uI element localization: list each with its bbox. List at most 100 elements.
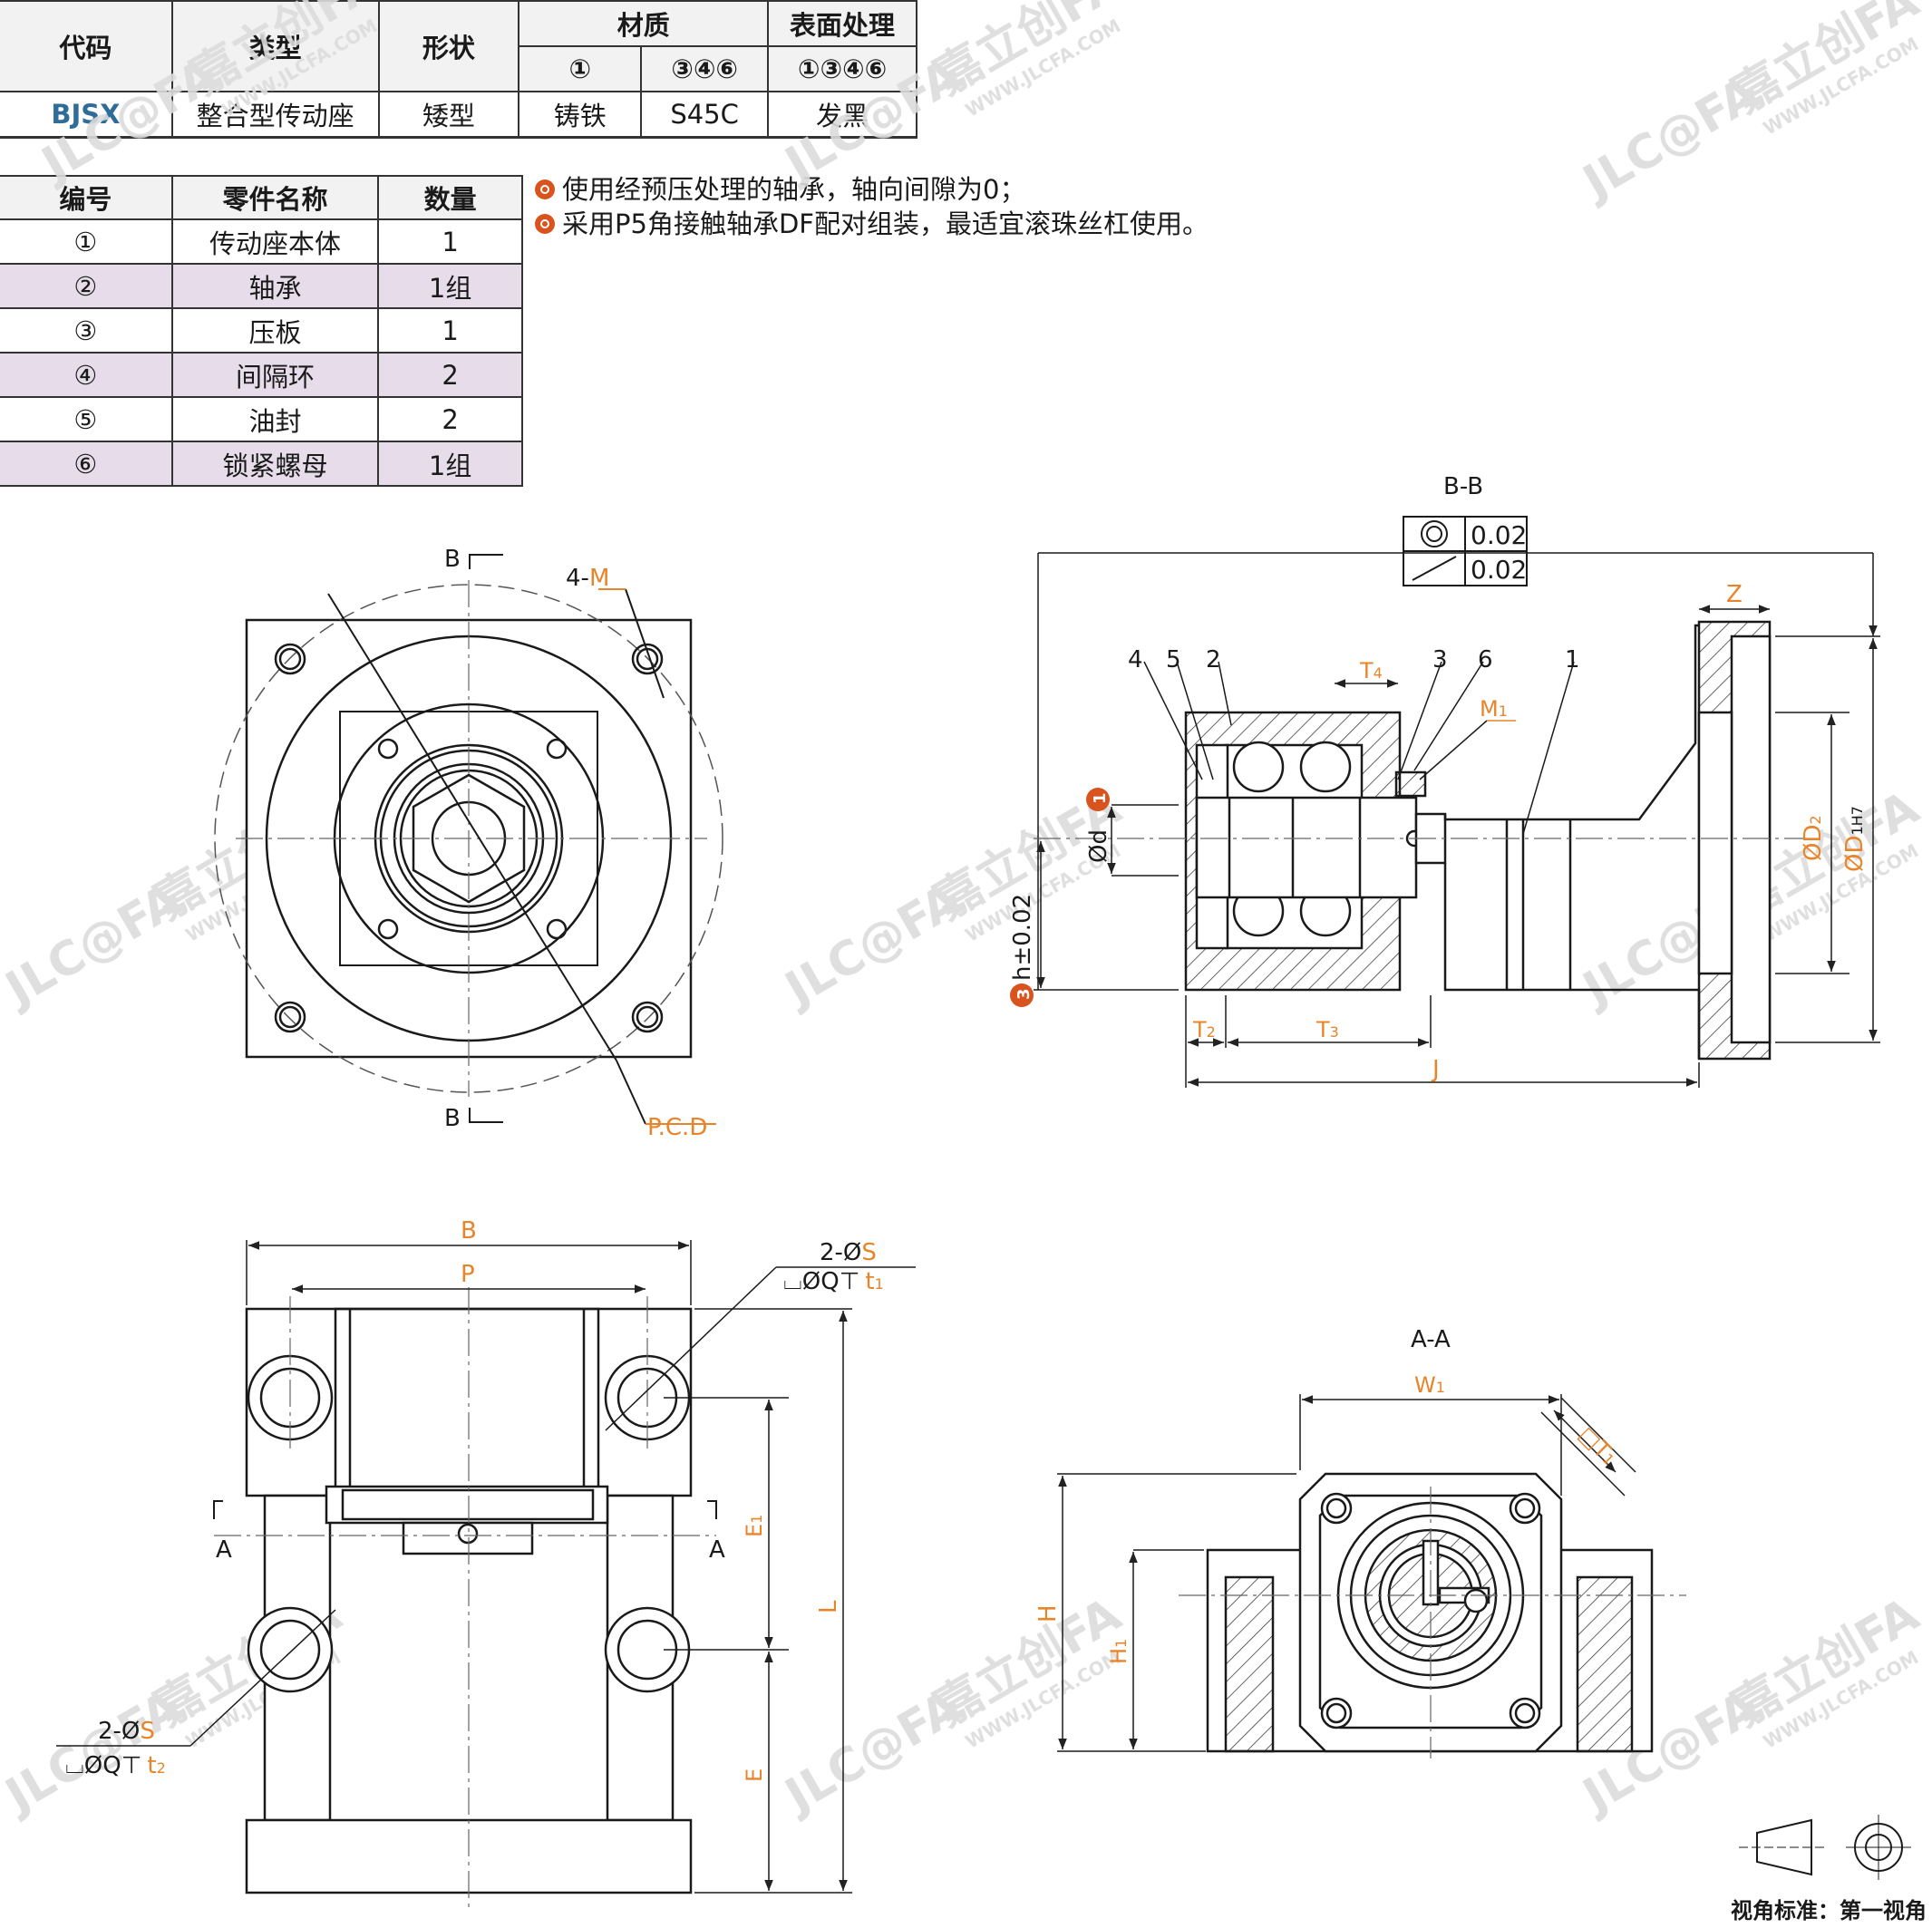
part-no: ③ [0, 307, 173, 354]
part-no: ① [0, 218, 173, 265]
part-callout-3: 3 [1432, 646, 1448, 673]
cell-material-a: 铸铁 [518, 91, 643, 139]
section-marker-b-top: B [444, 546, 461, 573]
header-material: 材质 [518, 0, 770, 47]
bullet-icon [535, 214, 555, 234]
header-part-name: 零件名称 [170, 175, 380, 220]
cell-type: 整合型传动座 [170, 91, 380, 139]
header-code: 代码 [0, 0, 173, 92]
part-no: ④ [0, 352, 173, 398]
part-no: ⑥ [0, 441, 173, 487]
svg-text:3: 3 [1015, 988, 1034, 1000]
part-name: 传动座本体 [170, 218, 380, 265]
section-marker-a-left: A [216, 1536, 232, 1564]
part-name: 轴承 [170, 263, 380, 309]
svg-text:h±0.02: h±0.02 [1009, 894, 1036, 981]
counterbore-bottom-label: ⌴ØQ⊤t2 [65, 1752, 166, 1779]
dim-l: L [815, 1600, 842, 1613]
pcd-label: P.C.D [647, 1114, 707, 1141]
section-marker-a-right: A [709, 1536, 725, 1564]
part-callout-1: 1 [1565, 646, 1580, 673]
part-qty: 1 [377, 218, 523, 265]
bullet-icon [535, 179, 555, 199]
part-qty: 2 [377, 396, 523, 442]
watermark-cn: 嘉立创FA [926, 0, 1131, 105]
cell-surface: 发黑 [767, 91, 917, 139]
part-qty: 1组 [377, 441, 523, 487]
dim-b: B [461, 1217, 477, 1245]
svg-text:1: 1 [1091, 792, 1110, 804]
part-name: 压板 [170, 307, 380, 354]
dim-z: Z [1726, 581, 1743, 608]
svg-text:Ød: Ød [1085, 829, 1112, 863]
dim-h: 3 h±0.02 [1009, 894, 1036, 1007]
front-view [214, 554, 723, 1125]
subheader-material-a: ① [519, 45, 643, 92]
table-row: BJSX 整合型传动座 矮型 铸铁 S45C 发黑 [0, 91, 917, 139]
section-aa-title: A-A [1411, 1326, 1451, 1353]
cell-code: BJSX [0, 91, 173, 139]
concentricity-icon [1421, 520, 1448, 547]
part-name: 油封 [170, 396, 380, 442]
dim-j: J [1431, 1056, 1440, 1083]
marker-3-icon [1010, 983, 1034, 1007]
section-marker-b-bottom: B [444, 1105, 461, 1132]
tolerance-value-2: 0.02 [1471, 555, 1527, 585]
part-qty: 1组 [377, 263, 523, 309]
holes-count-label: 4-M [566, 565, 609, 592]
subheader-surface: ①③④⑥ [767, 45, 917, 92]
dim-d1: ØD1H7 [1841, 806, 1869, 872]
header-surface: 表面处理 [767, 0, 917, 47]
top-view [56, 1240, 916, 1913]
part-qty: 1 [377, 307, 523, 354]
note-text: 使用经预压处理的轴承，轴向间隙为0； [562, 174, 1026, 205]
counterbore-top-label: ⌴ØQ⊤t1 [783, 1268, 884, 1295]
part-callout-6: 6 [1478, 646, 1493, 673]
cell-material-b: S45C [640, 91, 770, 139]
note-text: 采用P5角接触轴承DF配对组装，最适宜滚珠丝杠使用。 [562, 208, 1209, 239]
part-callout-5: 5 [1166, 646, 1181, 673]
dim-d2: ØD2 [1800, 815, 1827, 861]
hole-bottom-label: 2-ØS [98, 1718, 155, 1745]
dim-m1: M1 [1480, 696, 1508, 722]
dim-d: Ød 1 [1085, 788, 1112, 863]
subheader-material-b: ③④⑥ [640, 45, 770, 92]
dim-t4: T4 [1359, 658, 1383, 683]
marker-1-icon [1086, 788, 1110, 811]
dim-w1: W1 [1414, 1372, 1445, 1398]
cell-shape: 矮型 [377, 91, 520, 139]
projection-symbol-icon [1739, 1815, 1911, 1880]
part-name: 锁紧螺母 [170, 441, 380, 487]
section-bb-title: B-B [1443, 473, 1483, 500]
dim-h: H [1034, 1604, 1062, 1623]
tolerance-value-1: 0.02 [1471, 520, 1527, 550]
dim-e1: E1 [742, 1515, 767, 1537]
dim-h1: H1 [1106, 1639, 1131, 1664]
part-no: ⑤ [0, 396, 173, 442]
spec-table: 代码 类型 形状 材质 表面处理 ① ③④⑥ ①③④⑥ BJSX 整合型传动座 … [0, 0, 917, 139]
tolerance-frame [1403, 516, 1528, 586]
header-qty: 数量 [377, 175, 523, 220]
dim-t3: T3 [1316, 1017, 1339, 1042]
note-item: 使用经预压处理的轴承，轴向间隙为0； [535, 172, 1209, 207]
part-name: 间隔环 [170, 352, 380, 398]
runout-icon [1412, 556, 1457, 581]
part-qty: 2 [377, 352, 523, 398]
dim-p: P [461, 1261, 475, 1288]
section-bb-view [1034, 552, 1880, 1088]
watermark-cn: 嘉立创FA [182, 0, 387, 105]
dim-e: E [742, 1768, 767, 1782]
part-callout-4: 4 [1128, 646, 1143, 673]
header-type: 类型 [170, 0, 380, 92]
part-callout-2: 2 [1206, 646, 1221, 673]
section-aa-view [1057, 1394, 1686, 1758]
part-no: ② [0, 263, 173, 309]
hole-top-label: 2-ØS [820, 1239, 877, 1266]
